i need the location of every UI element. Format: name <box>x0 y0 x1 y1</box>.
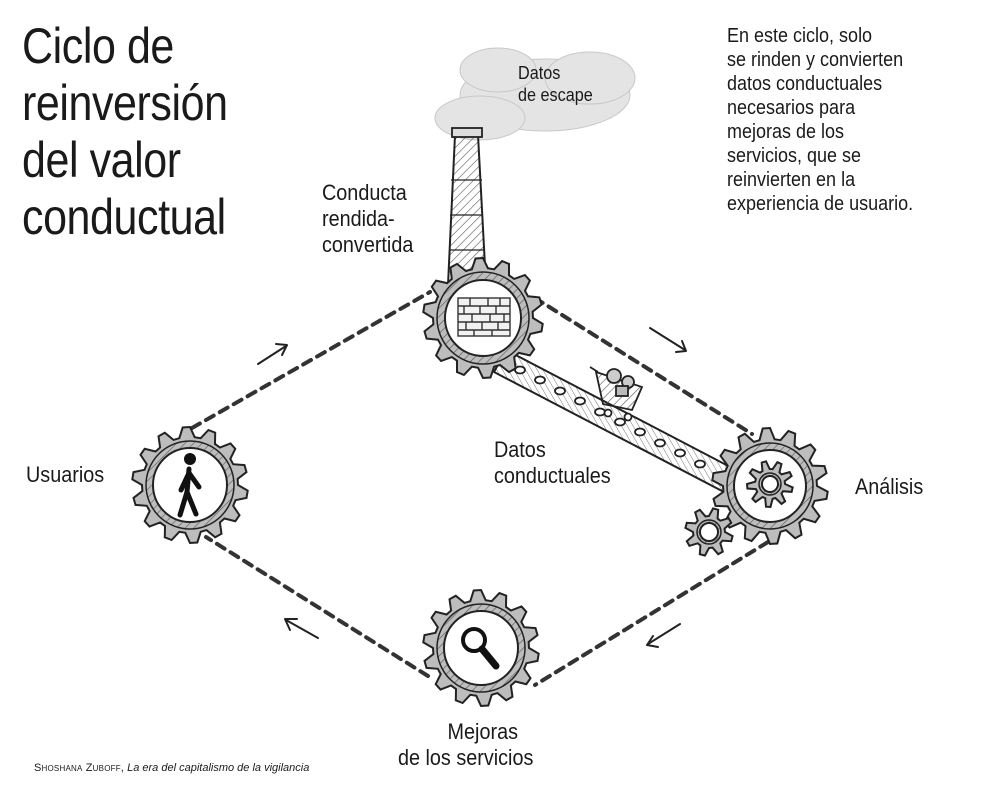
note-line: experiencia de usuario. <box>727 193 914 215</box>
arrow-down-left-icon <box>646 623 681 648</box>
source-credit: Shoshana Zuboff, La era del capitalismo … <box>34 761 309 775</box>
label-users: Usuarios <box>26 462 105 487</box>
title-line: del valor <box>22 132 181 188</box>
magnifying-glass-icon <box>461 627 500 670</box>
note-line: se rinden y convierten <box>727 49 904 71</box>
note-line: mejoras de los <box>727 121 845 143</box>
small-gear-icon <box>745 460 794 509</box>
shopping-cart-icon <box>589 366 644 422</box>
arrow-down-right-icon <box>649 327 687 353</box>
direction-arrows <box>257 327 687 648</box>
title-line: reinversión <box>22 75 228 131</box>
path-users-to-conduct <box>190 290 432 430</box>
path-improvements-to-users <box>204 535 430 678</box>
smoke-cloud <box>434 47 636 141</box>
note-line: En este ciclo, solo <box>727 25 873 47</box>
title-line: conductual <box>22 189 226 245</box>
brick-wall-icon <box>457 297 511 337</box>
note-line: reinvierten en la <box>727 169 856 191</box>
path-conduct-to-analysis <box>533 296 754 436</box>
chimney <box>446 127 488 286</box>
credit-author: Shoshana Zuboff, <box>34 762 125 774</box>
walking-person-icon <box>177 453 202 518</box>
label-behavioral-data: Datos conductuales <box>494 437 611 488</box>
path-analysis-to-improvements <box>533 540 770 687</box>
label-conduct: Conducta rendida- convertida <box>322 180 414 257</box>
label-service-improvements: Mejoras de los servicios <box>398 719 534 770</box>
page-title: Ciclo de reinversión del valor conductua… <box>22 18 228 246</box>
title-line: Ciclo de <box>22 18 174 74</box>
note-line: servicios, que se <box>727 145 862 167</box>
note-line: datos conductuales <box>727 73 883 95</box>
label-exhaust-data: Datos de escape <box>518 63 593 105</box>
explanation-note: En este ciclo, solo se rinden y conviert… <box>727 24 913 216</box>
gear-inner-analysis <box>745 460 794 509</box>
gear-small-analysis <box>684 507 734 557</box>
arrow-up-left-icon <box>284 618 319 639</box>
gears-layer <box>131 256 829 708</box>
label-analysis: Análisis <box>855 474 924 499</box>
cycle-paths <box>190 290 770 687</box>
credit-book: La era del capitalismo de la vigilancia <box>127 762 310 774</box>
arrow-up-right-icon <box>257 343 288 365</box>
note-line: necesarios para <box>727 97 856 119</box>
